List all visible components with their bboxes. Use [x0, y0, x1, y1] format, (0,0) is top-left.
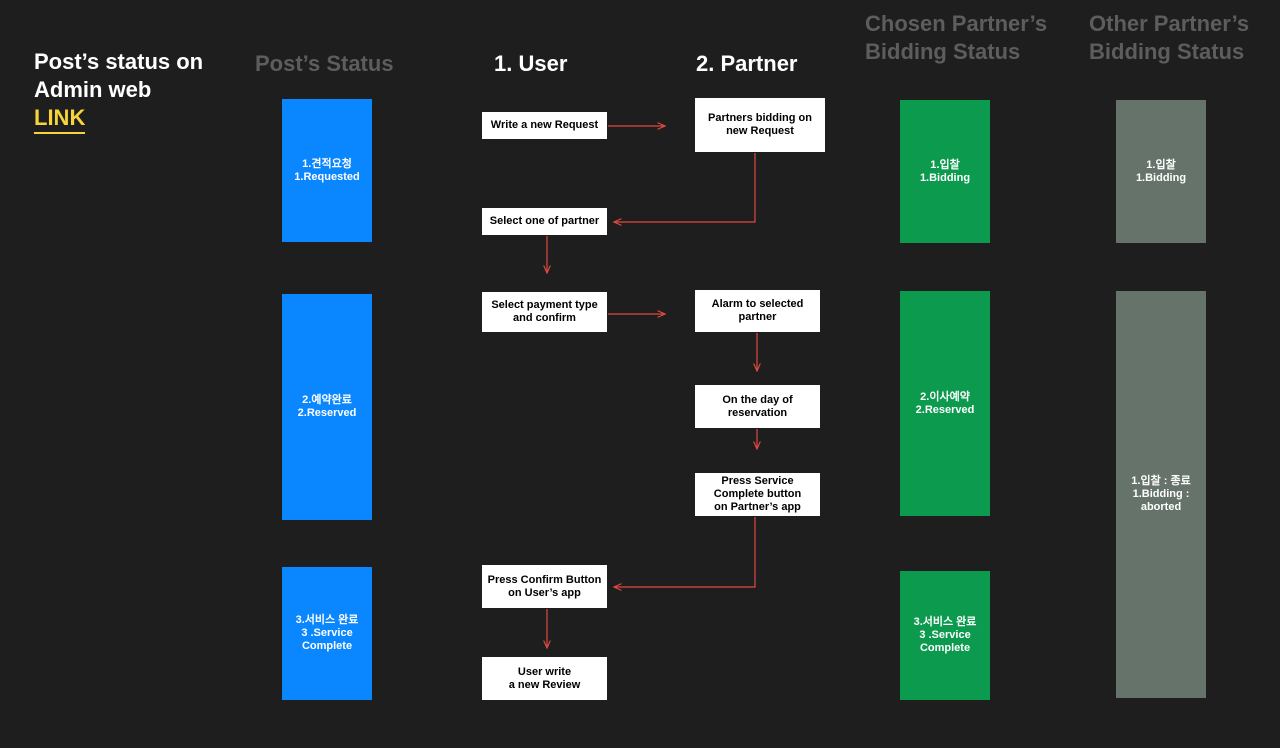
column-header-posts-status: Post’s Status	[255, 51, 394, 76]
post-status-requested: 1.견적요청 1.Requested	[282, 99, 372, 242]
column-header-other-partner: Other Partner’s Bidding Status	[1089, 11, 1250, 64]
arrow-service-complete-to-confirm	[614, 517, 756, 587]
user-step-write-review: User write a new Review	[482, 657, 607, 700]
post-status-complete: 3.서비스 완료 3 .Service Complete	[282, 567, 372, 700]
user-step-select-partner: Select one of partner	[482, 208, 607, 235]
partner-step-press-service-complete: Press Service Complete button on Partner…	[695, 473, 820, 516]
chosen-status-bidding: 1.입찰 1.Bidding	[900, 100, 990, 243]
chosen-status-reserved: 2.이사예약 2.Reserved	[900, 291, 990, 516]
page-title: Post’s status on Admin web	[34, 49, 204, 102]
chosen-status-complete: 3.서비스 완료 3 .Service Complete	[900, 571, 990, 700]
user-step-write-request: Write a new Request	[482, 112, 607, 139]
arrow-bidding-to-select-partner	[614, 153, 756, 222]
post-status-reserved: 2.예약완료 2.Reserved	[282, 294, 372, 520]
user-step-press-confirm: Press Confirm Button on User’s app	[482, 565, 607, 608]
partner-step-bidding: Partners bidding on new Request	[695, 98, 825, 152]
other-status-aborted: 1.입찰 : 종료 1.Bidding : aborted	[1116, 291, 1206, 698]
column-header-user: 1. User	[494, 51, 568, 76]
column-header-chosen-partner: Chosen Partner’s Bidding Status	[865, 11, 1048, 64]
partner-step-day-of-reservation: On the day of reservation	[695, 385, 820, 428]
column-header-partner: 2. Partner	[696, 51, 798, 76]
other-status-bidding: 1.입찰 1.Bidding	[1116, 100, 1206, 243]
partner-step-alarm: Alarm to selected partner	[695, 290, 820, 332]
user-step-select-payment: Select payment type and confirm	[482, 292, 607, 332]
admin-link[interactable]: LINK	[34, 104, 86, 134]
